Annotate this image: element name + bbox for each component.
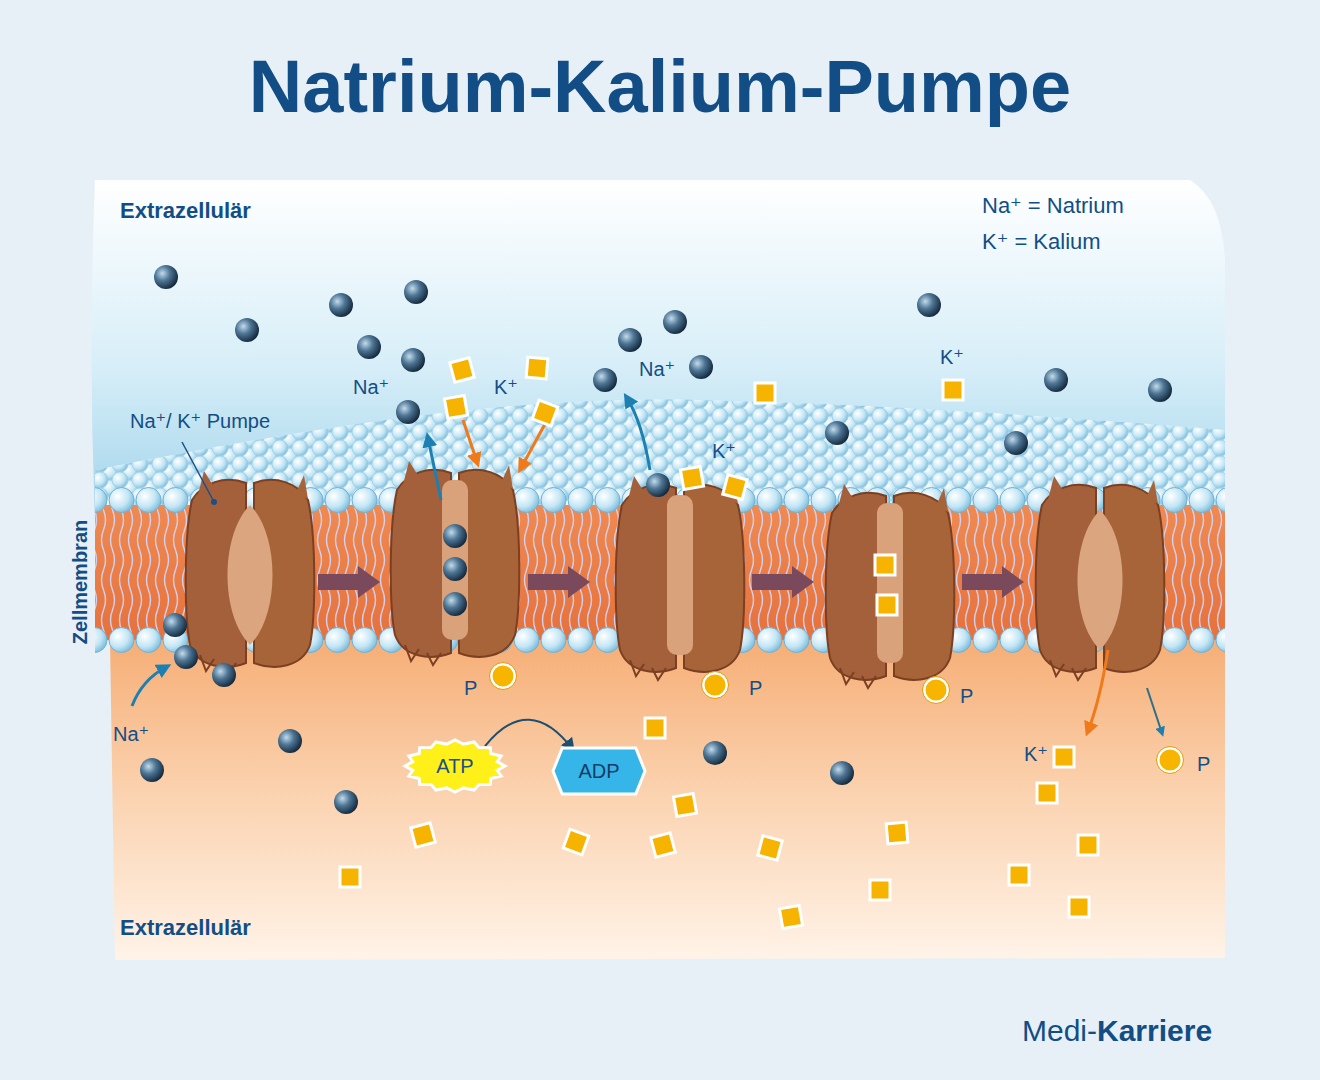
connector-arrow [485, 720, 573, 750]
energy-burst: ATP [405, 740, 505, 792]
phosphate-label: P [464, 677, 477, 700]
key-text: Na⁺ = Natrium [982, 193, 1124, 218]
node-outline-shape [553, 748, 645, 794]
key-text: K⁺ = Kalium [982, 229, 1101, 254]
brand-logo: Karriere [1097, 1014, 1212, 1049]
region-label: Extrazellulär [120, 198, 251, 223]
phosphate-label: P [749, 677, 762, 700]
phosphate-label: P [1197, 753, 1210, 776]
ion-label: K⁺ [712, 440, 736, 463]
ion-label: Na⁺ [353, 376, 389, 399]
ion-label: K⁺ [940, 346, 964, 369]
phosphate-label: P [960, 685, 973, 708]
part-label: Na⁺/ K⁺ Pumpe [130, 410, 270, 433]
ion-label: Na⁺ [113, 723, 149, 746]
ion-label: Na⁺ [639, 358, 675, 381]
membrane-label: Zellmembran [69, 520, 92, 644]
node-outline-shape [405, 740, 505, 792]
diagram-title: Natrium-Kalium-Pumpe [0, 44, 1320, 129]
energy-cloud: ADP [553, 748, 645, 794]
brand-logo: Medi- [1022, 1014, 1097, 1049]
ion-label: K⁺ [1024, 743, 1048, 766]
node-text: ATP [436, 755, 473, 777]
node-text: ADP [578, 760, 619, 782]
region-label: Extrazellulär [120, 915, 251, 940]
ion-label: K⁺ [494, 376, 518, 399]
